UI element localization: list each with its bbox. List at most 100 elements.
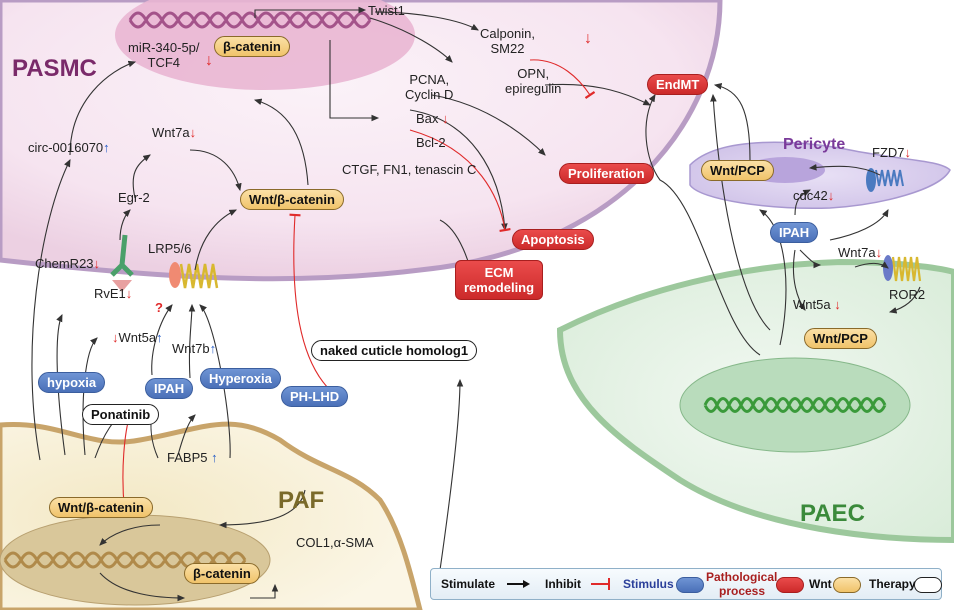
wnt5a-paec-text: Wnt5a bbox=[793, 297, 831, 312]
chemr23-label: ChemR23↓ bbox=[35, 256, 100, 271]
beta-catenin-paf: β-catenin bbox=[184, 563, 260, 584]
calponin-text: Calponin, bbox=[480, 26, 535, 41]
stimulate-arrows bbox=[31, 6, 921, 602]
pcna-label: PCNA, Cyclin D bbox=[405, 72, 453, 102]
cdc42-text: cdc42 bbox=[793, 188, 828, 203]
wnt5a-pasmc-label: ↓Wnt5a↑ bbox=[112, 330, 163, 345]
ipah-pasmc-node: IPAH bbox=[145, 378, 194, 399]
fzd7-label: FZD7↓ bbox=[872, 145, 911, 160]
endmt-node: EndMT bbox=[647, 74, 709, 95]
legend-stimulus-swatch bbox=[676, 577, 704, 593]
chemr23-text: ChemR23 bbox=[35, 256, 94, 271]
lrp56-receptor bbox=[169, 262, 219, 289]
legend-stimulate-arrow-icon bbox=[507, 580, 530, 588]
calponin-label: Calponin, SM22 bbox=[480, 26, 535, 56]
pericyte-label: Pericyte bbox=[783, 136, 846, 153]
legend-pathological-1: Pathological bbox=[706, 570, 778, 584]
sm22-text: SM22 bbox=[490, 41, 525, 56]
opn-text: OPN, bbox=[517, 66, 550, 81]
paec-label: PAEC bbox=[800, 500, 865, 527]
ponatinib-node: Ponatinib bbox=[82, 404, 160, 425]
wnt-beta-catenin-pasmc: Wnt/β-catenin bbox=[240, 189, 344, 210]
legend-stimulate: Stimulate bbox=[441, 577, 496, 591]
remodeling-text: remodeling bbox=[464, 280, 535, 295]
ctgf-label: CTGF, FN1, tenascin C bbox=[342, 162, 477, 177]
hyperoxia-node: Hyperoxia bbox=[200, 368, 281, 389]
rve1-text: RvE1 bbox=[94, 286, 126, 301]
circ-up-icon: ↑ bbox=[103, 140, 110, 155]
chemr23-receptor bbox=[110, 234, 134, 292]
legend-inhibit: Inhibit bbox=[545, 577, 581, 591]
hypoxia-node: hypoxia bbox=[38, 372, 106, 393]
bax-label: Bax ↓ bbox=[416, 111, 449, 126]
fzd7-down-icon: ↓ bbox=[904, 145, 912, 160]
fabp5-up-icon: ↑ bbox=[211, 450, 218, 465]
legend-pathological-swatch bbox=[776, 577, 804, 593]
legend-wnt-swatch bbox=[833, 577, 861, 593]
ror2-label: ROR2 bbox=[889, 287, 926, 302]
bax-down-icon: ↓ bbox=[442, 111, 449, 126]
chemr23-down-icon: ↓ bbox=[93, 256, 101, 271]
rve1-down-icon: ↓ bbox=[125, 286, 133, 301]
ph-lhd-node: PH-LHD bbox=[281, 386, 349, 407]
wnt7b-text: Wnt7b bbox=[172, 341, 210, 356]
legend-wnt: Wnt bbox=[809, 577, 832, 591]
wnt7a-paec-down-icon: ↓ bbox=[875, 245, 883, 260]
wnt-beta-catenin-paf: Wnt/β-catenin bbox=[49, 497, 153, 518]
wnt7a-down-icon: ↓ bbox=[189, 125, 197, 140]
legend-stimulus: Stimulus bbox=[623, 577, 674, 591]
tcf4-text: TCF4 bbox=[147, 55, 181, 70]
wnt5a-down-icon: ↓ bbox=[112, 330, 119, 345]
legend-pathological-2: process bbox=[719, 584, 766, 598]
paf-label: PAF bbox=[278, 487, 325, 514]
wnt5a-paec-label: Wnt5a ↓ bbox=[793, 297, 841, 312]
calponin-down-icon: ↓ bbox=[584, 30, 592, 47]
question-mark: ? bbox=[155, 300, 163, 315]
mir340-text: miR-340-5p/ bbox=[128, 40, 200, 55]
beta-catenin-pasmc: β-catenin bbox=[214, 36, 290, 57]
fabp5-text: FABP5 bbox=[167, 450, 208, 465]
paec-dna bbox=[703, 397, 887, 413]
cdc42-down-icon: ↓ bbox=[827, 188, 835, 203]
legend-therapy-swatch bbox=[914, 577, 942, 593]
pasmc-dna bbox=[128, 11, 372, 29]
fzd7-text: FZD7 bbox=[872, 145, 905, 160]
wnt5a-up-icon: ↑ bbox=[156, 330, 163, 345]
pasmc-label: PASMC bbox=[12, 55, 97, 82]
wnt7a-pasmc-label: Wnt7a↓ bbox=[152, 125, 196, 140]
cyclin-d-text: Cyclin D bbox=[405, 87, 454, 102]
wnt5a-text: Wnt5a bbox=[118, 330, 157, 345]
wnt-pcp-paec: Wnt/PCP bbox=[804, 328, 877, 349]
naked-cuticle-node: naked cuticle homolog1 bbox=[311, 340, 478, 361]
pcna-text: PCNA, bbox=[409, 72, 450, 87]
wnt7a-text: Wnt7a bbox=[152, 125, 190, 140]
bax-text: Bax bbox=[416, 111, 439, 126]
opn-label: OPN, epiregulin bbox=[505, 66, 561, 96]
ecm-remodeling-node: ECM remodeling bbox=[455, 260, 544, 300]
wnt7b-up-icon: ↑ bbox=[209, 341, 217, 356]
bcl2-label: Bcl-2 bbox=[416, 135, 446, 150]
wnt5a-paec-down-icon: ↓ bbox=[834, 297, 841, 312]
mir340-label: miR-340-5p/ TCF4 bbox=[128, 40, 200, 70]
circ-text: circ-0016070 bbox=[28, 140, 104, 155]
mir340-down-icon: ↓ bbox=[205, 52, 213, 69]
wnt7a-paec-text: Wnt7a bbox=[838, 245, 876, 260]
cdc42-label: cdc42↓ bbox=[793, 188, 834, 203]
ipah-pericyte-node: IPAH bbox=[770, 222, 819, 243]
col1-label: COL1,α-SMA bbox=[296, 535, 374, 550]
egr2-label: Egr-2 bbox=[118, 190, 150, 205]
ecm-text: ECM bbox=[484, 265, 514, 280]
paec-nucleus bbox=[679, 357, 911, 453]
wnt-pcp-pericyte: Wnt/PCP bbox=[701, 160, 774, 181]
fzd7-receptor bbox=[866, 168, 904, 192]
rve1-label: RvE1↓ bbox=[94, 286, 132, 301]
lrp56-label: LRP5/6 bbox=[148, 241, 192, 256]
proliferation-node: Proliferation bbox=[559, 163, 654, 184]
fabp5-label: FABP5 ↑ bbox=[167, 450, 218, 465]
legend: Stimulate Inhibit Stimulus Pathological … bbox=[430, 568, 942, 600]
apoptosis-node: Apoptosis bbox=[512, 229, 594, 250]
wnt7b-label: Wnt7b↑ bbox=[172, 341, 216, 356]
twist1-label: Twist1 bbox=[368, 3, 405, 18]
wnt7a-paec-label: Wnt7a↓ bbox=[838, 245, 882, 260]
